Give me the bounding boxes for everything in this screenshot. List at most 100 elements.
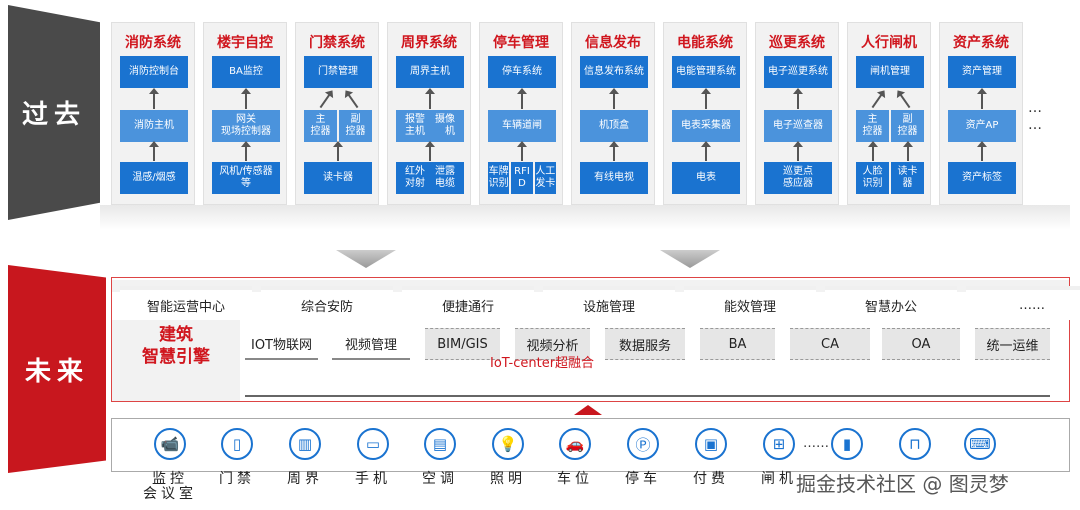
door-icon[interactable]: ▯ [221,428,253,460]
system-title: 门禁系统 [309,35,365,51]
service-item[interactable]: 视频管理 [332,328,410,360]
system-title: 楼宇自控 [217,35,273,51]
service-item[interactable]: OA [882,328,960,360]
top-box: 闸机管理 [856,56,924,88]
mid-box: 资产AP [948,110,1016,142]
app-tab[interactable]: 设施管理 [543,290,675,320]
bottom-box: 人工 发卡 [534,162,556,194]
mid-box: 副 控器 [891,110,924,142]
app-tab[interactable]: 便捷通行 [402,290,534,320]
arrow-icon [903,141,913,161]
arrow-icon [425,88,435,109]
devices-more: …… [803,436,829,451]
arrow-icon [977,141,987,161]
down-arrow-icon [336,250,396,268]
parking-icon[interactable]: Ⓟ [627,428,659,460]
device-label: 空调 [422,471,458,487]
arrow-icon [701,141,711,161]
service-item[interactable]: 统一运维 [975,328,1050,360]
device-label: 门禁 [219,471,255,487]
mid-box: 主 控器 [856,110,889,142]
top-box: 电子巡更系统 [764,56,832,88]
app-tab[interactable]: 智能运营中心 [120,290,252,320]
top-box: 门禁管理 [304,56,372,88]
payment-terminal-icon[interactable]: ▣ [695,428,727,460]
service-item[interactable]: IOT物联网 [245,328,318,360]
top-box: 电能管理系统 [672,56,740,88]
system-title: 停车管理 [493,35,549,51]
app-tab[interactable]: 综合安防 [261,290,393,320]
service-item[interactable]: 视频分析 [515,328,590,360]
air-conditioner-icon[interactable]: ▤ [424,428,456,460]
bottom-box: 车牌 识别 [488,162,510,194]
mid-box: 消防主机 [120,110,188,142]
arrow-icon [149,141,159,161]
chair-icon[interactable]: ⊓ [899,428,931,460]
app-strip [112,280,1069,292]
bottom-box: 有线电视 [580,162,648,194]
top-box: BA监控 [212,56,280,88]
future-label: 未来 [24,356,89,387]
device-label: 手机 [355,471,391,487]
up-triangle-icon [574,405,602,415]
kiosk-icon[interactable]: ▮ [831,428,863,460]
service-item[interactable]: 数据服务 [605,328,685,360]
arrow-icon [899,93,911,109]
device-label: 监控 会议室 [143,471,197,502]
bottom-box: 读卡器 [304,162,372,194]
arrow-icon [701,88,711,109]
app-tab[interactable]: …… [966,290,1080,320]
legacy-panel: 周界系统周界主机报警 摄像 主机 机红外 泄露 对射 电缆 [387,22,471,205]
bottom-box: RFI D [511,162,533,194]
watermark: 掘金技术社区 @ 图灵梦 [796,472,1009,496]
mid-box: 电子巡查器 [764,110,832,142]
turnstile-icon[interactable]: ⊞ [763,428,795,460]
mid-box: 车辆道闸 [488,110,556,142]
device-label: 周界 [287,471,323,487]
bottom-box: 资产标签 [948,162,1016,194]
past-banner: 过去 [8,5,100,220]
arrow-icon [425,141,435,161]
more-dots: … [1028,100,1042,116]
legacy-panel: 资产系统资产管理资产AP 资产标签 [939,22,1023,205]
arrow-icon [793,88,803,109]
bottom-box: 温感/烟感 [120,162,188,194]
legacy-shelf [100,205,1070,230]
service-item[interactable]: BA [700,328,775,360]
top-box: 资产管理 [948,56,1016,88]
computer-icon[interactable]: ⌨ [964,428,996,460]
device-label: 照明 [490,471,526,487]
platform-base-line [245,395,1050,397]
service-item[interactable]: BIM/GIS [425,328,500,360]
bottom-box: 巡更点 感应器 [764,162,832,194]
app-tab[interactable]: 智慧办公 [825,290,957,320]
arrow-icon [347,93,359,109]
fence-icon[interactable]: ▥ [289,428,321,460]
system-title: 资产系统 [953,35,1009,51]
app-tab[interactable]: 能效管理 [684,290,816,320]
top-box: 信息发布系统 [580,56,648,88]
arrow-icon [871,93,883,109]
legacy-panel: 电能系统电能管理系统电表采集器电表 [663,22,747,205]
arrow-icon [149,88,159,109]
arrow-icon [868,141,878,161]
arrow-icon [793,141,803,161]
car-icon[interactable]: 🚗 [559,428,591,460]
device-label: 付费 [693,471,729,487]
camera-icon[interactable]: 📹 [154,428,186,460]
arrow-icon [609,88,619,109]
bottom-box: 人脸 识别 [856,162,889,194]
mid-box: 网关 现场控制器 [212,110,280,142]
down-arrow-icon [660,250,720,268]
system-title: 消防系统 [125,35,181,51]
legacy-panel: 门禁系统门禁管理主 控器副 控器读卡器 [295,22,379,205]
service-item[interactable]: CA [790,328,870,360]
device-label: 停车 [625,471,661,487]
phone-icon[interactable]: ▭ [357,428,389,460]
light-bulb-icon[interactable]: 💡 [492,428,524,460]
system-title: 信息发布 [585,35,641,51]
platform-label: IoT-center超融合 [490,356,595,371]
mid-box: 报警 摄像 主机 机 [396,110,464,142]
